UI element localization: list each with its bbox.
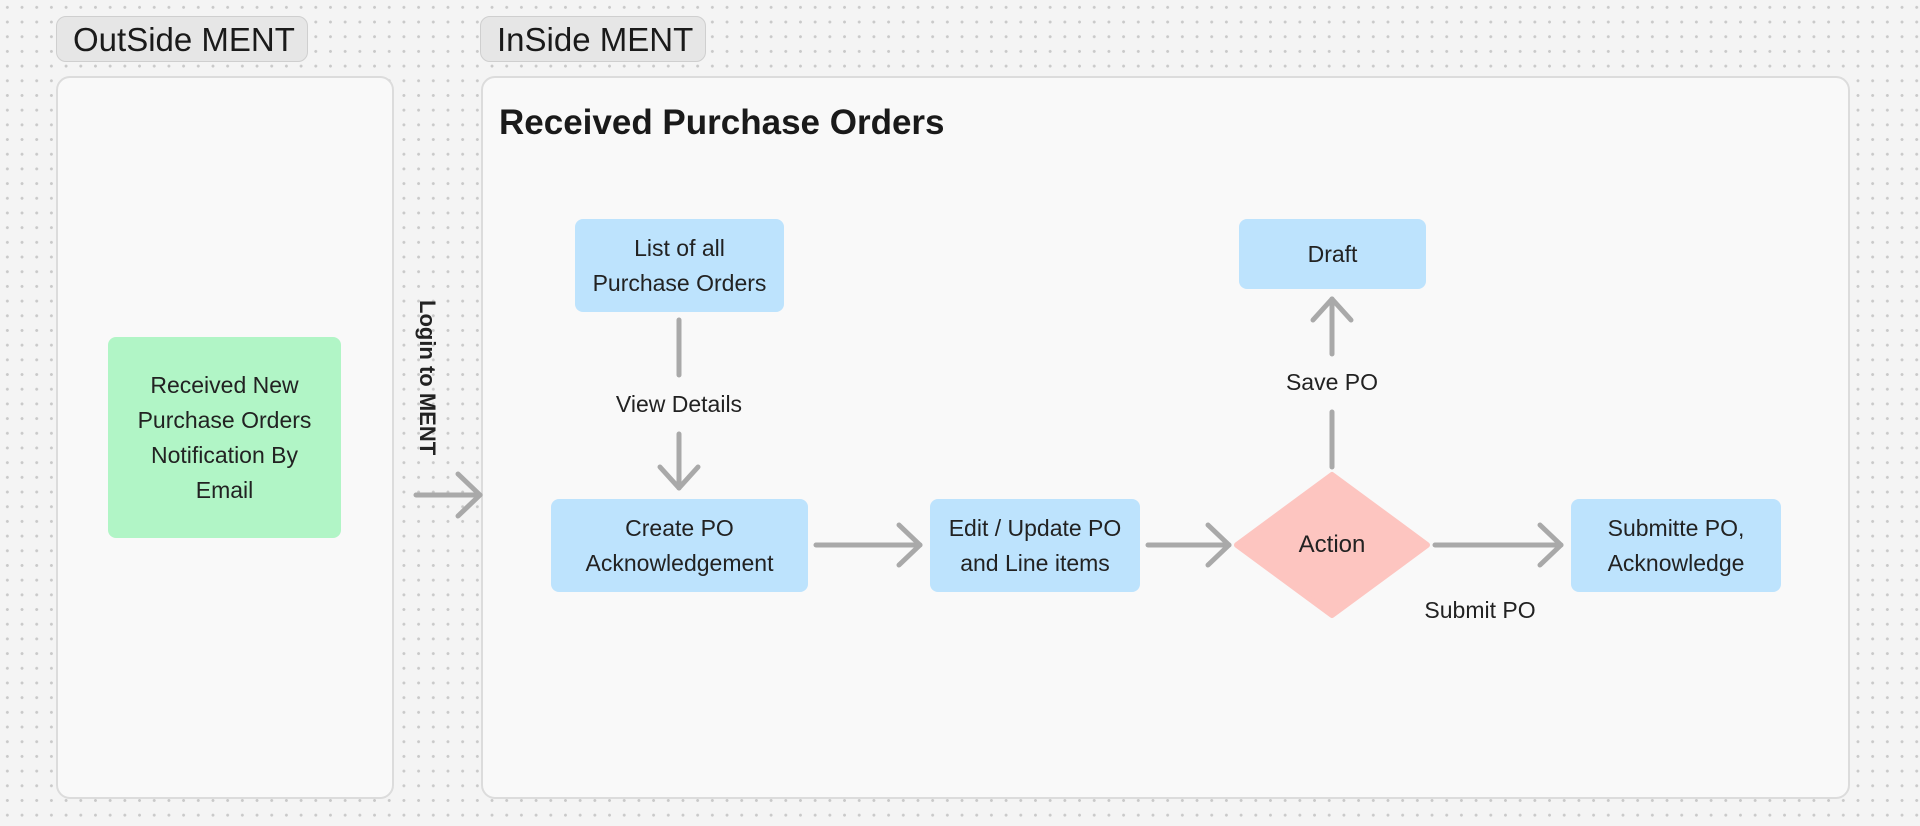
create-po-ack-node: Create PO Acknowledgement <box>551 499 808 592</box>
edit-update-po-text: Edit / Update PO and Line items <box>948 514 1122 576</box>
submit-po-ack-node: Submitte PO, Acknowledge <box>1571 499 1781 592</box>
inside-ment-label: InSide MENT <box>497 21 694 58</box>
draft-node: Draft <box>1239 219 1426 289</box>
view-details-label: View Details <box>615 391 743 417</box>
edit-update-po-node: Edit / Update PO and Line items <box>930 499 1140 592</box>
submit-po-ack-text: Submitte PO, Acknowledge <box>1607 514 1745 576</box>
inside-ment-tag: InSide MENT <box>480 16 706 62</box>
save-po-label: Save PO <box>1285 369 1379 395</box>
email-notification-text: Received New Purchase Orders Notificatio… <box>137 371 312 503</box>
list-all-pos-text: List of all Purchase Orders <box>592 234 767 296</box>
login-arrowhead <box>455 471 483 519</box>
outside-ment-label: OutSide MENT <box>73 21 295 58</box>
list-all-pos-node: List of all Purchase Orders <box>575 219 784 312</box>
outside-ment-tag: OutSide MENT <box>56 16 308 62</box>
login-edge-label: Login to MENT <box>415 300 440 456</box>
action-node-label: Action <box>1298 531 1366 558</box>
draft-text: Draft <box>1307 240 1358 267</box>
panel-title: Received Purchase Orders <box>499 103 945 142</box>
inside-ment-panel <box>481 76 1850 799</box>
create-po-ack-text: Create PO Acknowledgement <box>585 514 774 576</box>
submit-po-label: Submit PO <box>1424 597 1536 623</box>
email-notification-node: Received New Purchase Orders Notificatio… <box>108 337 341 538</box>
